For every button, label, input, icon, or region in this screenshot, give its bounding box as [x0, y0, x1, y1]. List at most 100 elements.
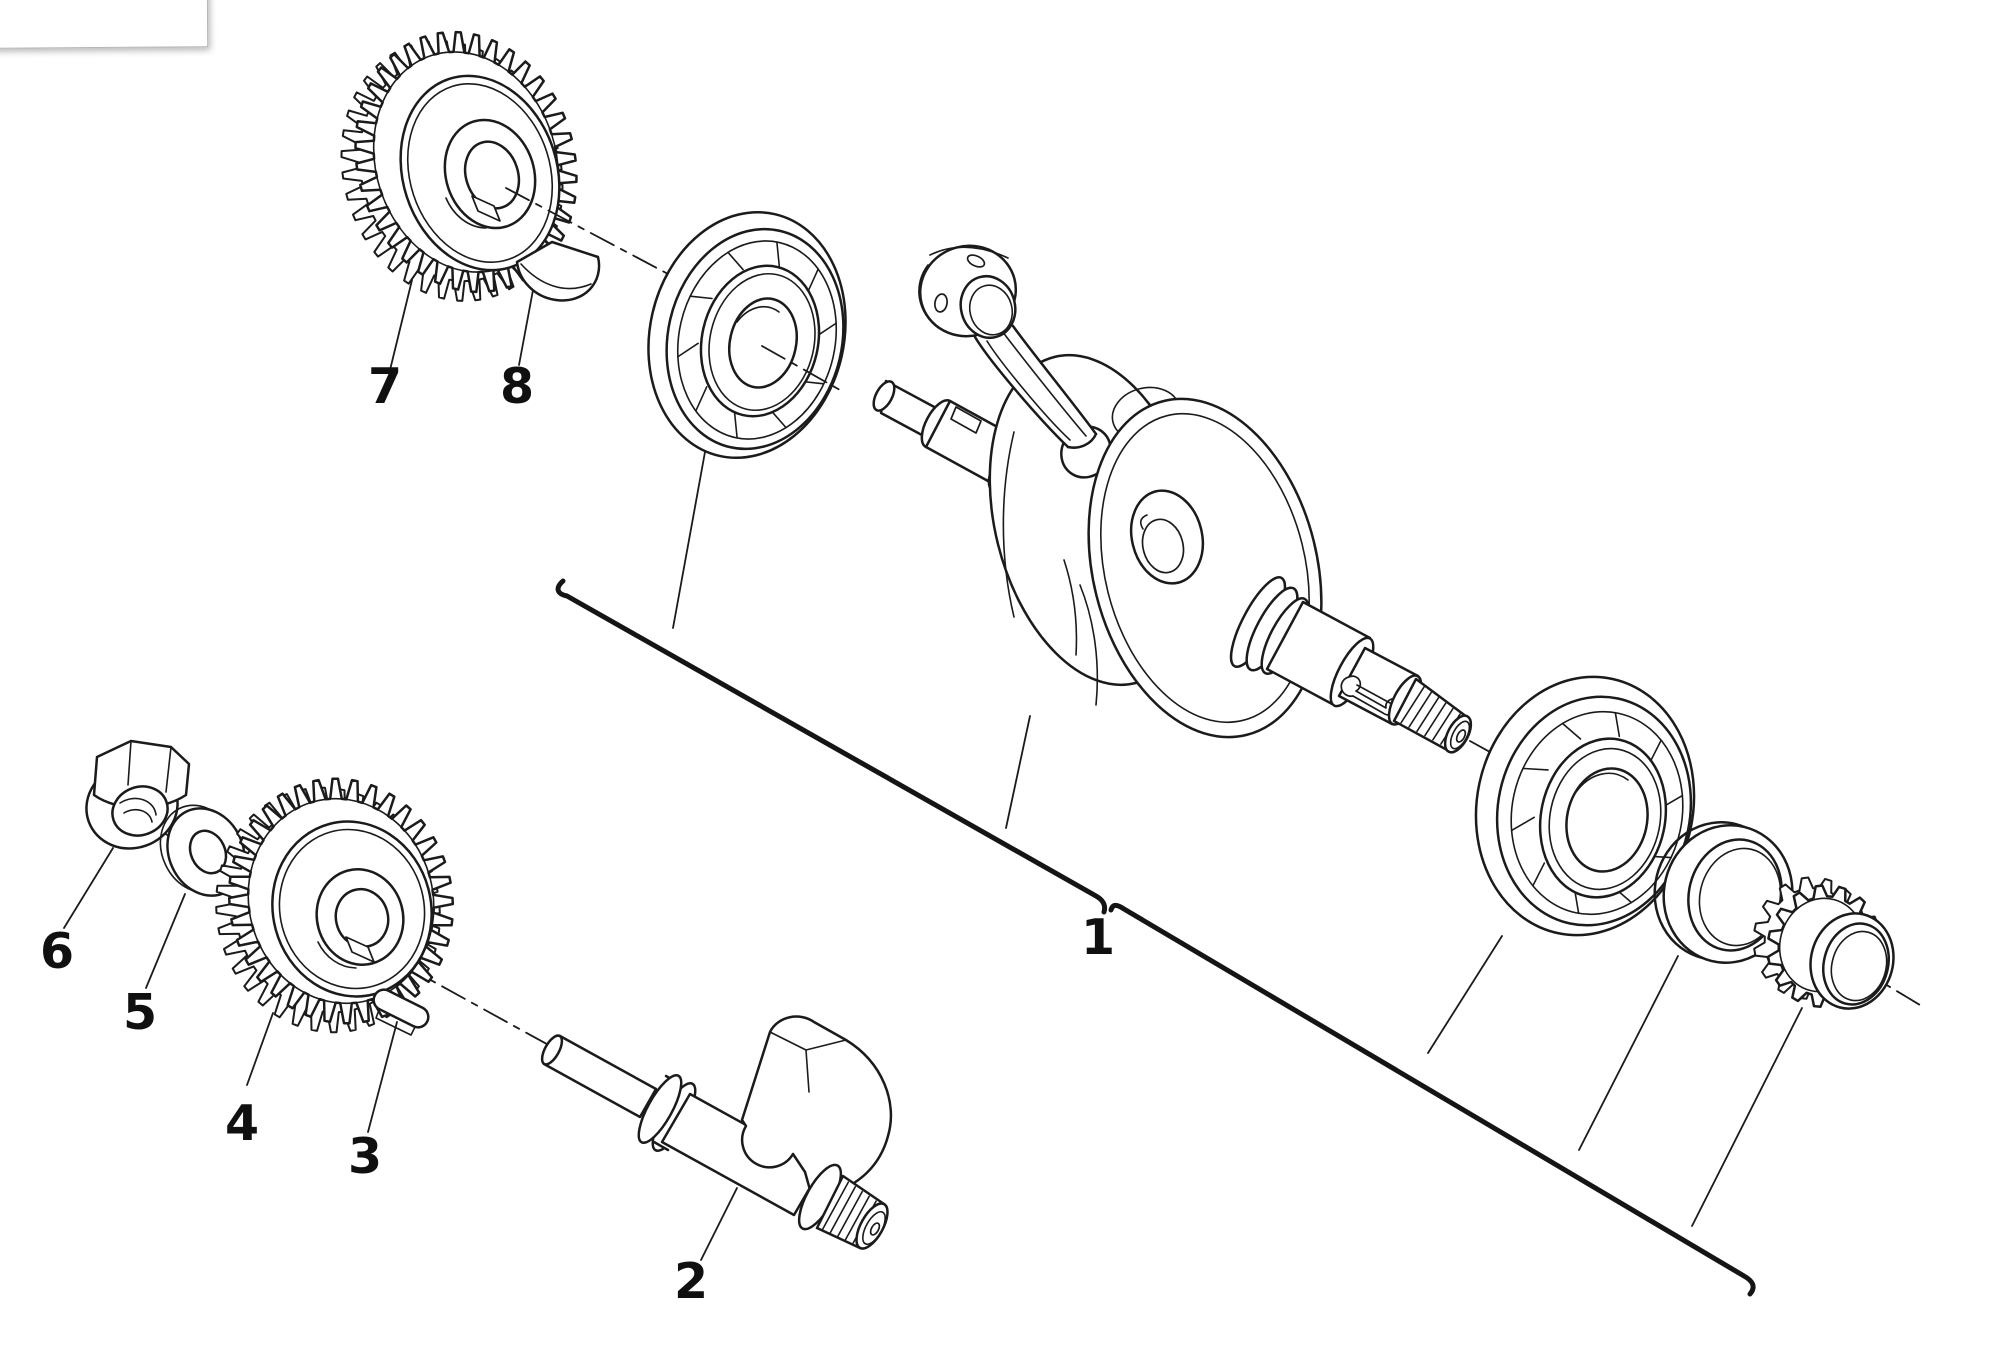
collar-front [637, 1074, 683, 1144]
thread-ribs [821, 1181, 877, 1244]
gear-face-rim [278, 828, 426, 990]
bearing-ball-line [1614, 711, 1621, 738]
thread-rib [1408, 691, 1433, 728]
leader-line-1 [1005, 715, 1031, 829]
balance-weight [740, 1015, 893, 1199]
pinion-bore-rim [1830, 930, 1888, 1002]
callout-8-label: 8 [500, 358, 534, 415]
part-8-woodruff-key [515, 240, 601, 302]
bearing-face [665, 227, 845, 451]
web-gap-arcs [1063, 559, 1099, 706]
thread-rib [836, 1190, 864, 1238]
bearing-ball-cage [677, 241, 837, 439]
thread-rib [821, 1181, 850, 1231]
small-end-facets [918, 246, 1009, 328]
leader-line-2 [700, 1187, 738, 1261]
callout-5-label: 5 [123, 984, 157, 1041]
pin-end-hook [1139, 514, 1148, 530]
web-rear-thickness [1002, 431, 1015, 618]
nut-threads [119, 797, 157, 823]
crank-stub-keyway [950, 406, 982, 434]
keyway-slot-line [1356, 684, 1391, 704]
key-body [515, 240, 601, 302]
tip-chamfer [1449, 720, 1471, 750]
bearing-race-rim [708, 272, 816, 412]
hub-depth-arc [317, 941, 357, 969]
drive-pinion [1753, 876, 1895, 1010]
centerline-bearing-crank [761, 345, 841, 391]
leader-line-5 [145, 893, 186, 989]
gear-bore [334, 887, 390, 949]
centerline-gear7-bearing [505, 187, 703, 293]
callout-6-label: 6 [40, 923, 74, 980]
leader-bearing-right [1427, 935, 1503, 1054]
tip-chamfer [862, 1210, 886, 1246]
conrod-shank-fill [975, 326, 1096, 447]
thread-rib [829, 1186, 857, 1234]
part-4-balance-gear [215, 777, 455, 1034]
gear-bore-keyway [471, 195, 501, 222]
gear-bore-keyway [345, 936, 375, 963]
bearing-bore [1565, 767, 1649, 873]
crank-pin-end-inner [1141, 518, 1185, 574]
leader-line-7 [389, 279, 413, 371]
bearing-bore [728, 297, 798, 389]
thread-rib [1400, 686, 1425, 724]
callout-2-label: 2 [674, 1253, 708, 1310]
oil-hole-side [934, 293, 948, 313]
bearing-ball-line [1522, 767, 1549, 771]
bearing-ball-line [677, 342, 699, 358]
gear-bore [463, 140, 521, 210]
thread-rib [844, 1195, 870, 1241]
crank-stub-tip [872, 380, 896, 412]
key-side-face [375, 1009, 416, 1036]
bearing-ball-line [1648, 739, 1662, 764]
bearing-band [676, 240, 838, 440]
hub-depth-arc [445, 197, 487, 229]
bearing-ball-line [695, 386, 708, 412]
leader-line-6 [63, 847, 114, 929]
assembly-group-line [555, 578, 1756, 1297]
part-3-straight-key [372, 988, 430, 1036]
shaft-tip [540, 1034, 564, 1066]
leader-line-8 [518, 289, 534, 366]
web-front-rim [1100, 412, 1310, 724]
weight-facets [769, 1031, 847, 1093]
part-2-balance-shaft [540, 1015, 893, 1250]
bearing-ball-line [1510, 816, 1535, 832]
thread-rib [1424, 702, 1447, 737]
part-6-flange-nut [85, 739, 191, 850]
callout-1-label: 1 [1081, 909, 1115, 966]
callout-7-label: 7 [368, 358, 402, 415]
thread-rib [1416, 697, 1440, 733]
bore-chamfer [736, 305, 780, 323]
thread-rib [1432, 707, 1454, 741]
gear-face-rim [406, 82, 554, 264]
conrod-ibeam-right [1001, 330, 1087, 437]
leader-bearing-left [672, 451, 706, 629]
ball-bearing-right [1474, 675, 1696, 937]
part-7-timing-gear [340, 30, 578, 302]
washer-hole [188, 829, 228, 875]
bearing-ball-line [727, 251, 744, 271]
conrod-shank-right [1011, 324, 1098, 436]
bearing-ball-line [1561, 722, 1582, 740]
nut-hex-facets [127, 740, 172, 793]
leader-pinion [1691, 1007, 1803, 1227]
tip-center-hole [1455, 729, 1467, 743]
bearing-ball-line [689, 295, 713, 300]
key-edge-line [520, 263, 592, 290]
ball-bearing-left [647, 210, 847, 460]
bearing-ball-line [806, 268, 819, 294]
bearing-race-rim [1548, 747, 1662, 891]
gear-root-ellipse [247, 797, 435, 1005]
conrod-ibeam-left [986, 340, 1071, 441]
bore-chamfer [1575, 772, 1629, 793]
leader-line-3 [367, 1021, 398, 1133]
small-end-chamfer [968, 284, 1014, 336]
bearing-ball-line [770, 409, 787, 429]
conrod-shank-left [973, 335, 1070, 449]
key-top-face [372, 988, 430, 1029]
conrod-bigend-cap [1066, 432, 1098, 449]
